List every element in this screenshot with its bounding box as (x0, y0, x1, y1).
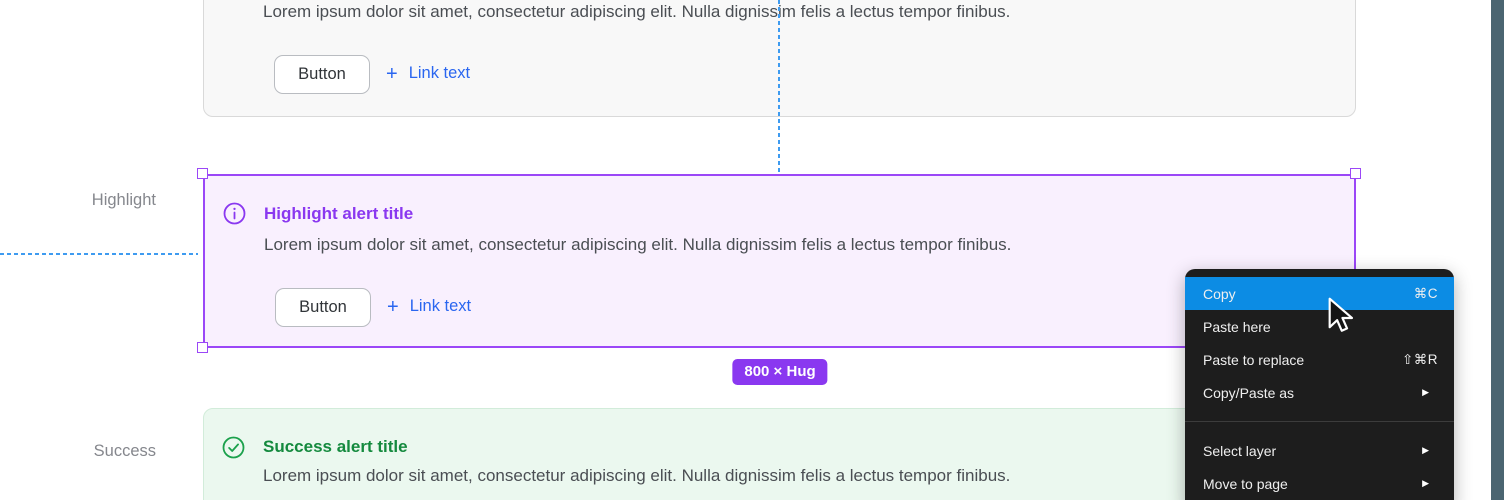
alert-link[interactable]: + Link text (386, 55, 470, 92)
mouse-cursor-icon (1324, 296, 1354, 339)
alert-button-label: Button (299, 298, 347, 316)
selection-size-badge: 800 × Hug (732, 359, 828, 385)
vertical-guide-line (778, 0, 780, 174)
alert-button-label: Button (298, 65, 346, 83)
context-menu: Copy ⌘C Paste here Paste to replace ⇧⌘R … (1185, 269, 1454, 500)
menu-item-label: Paste here (1203, 318, 1271, 335)
submenu-arrow-icon: ▶ (1422, 445, 1429, 455)
menu-item-copy[interactable]: Copy ⌘C (1185, 277, 1454, 310)
menu-item-select-layer[interactable]: Select layer ▶ (1185, 434, 1454, 467)
menu-item-label: Move to page (1203, 475, 1288, 492)
menu-item-label: Copy (1203, 285, 1236, 302)
menu-item-move-to-page[interactable]: Move to page ▶ (1185, 467, 1454, 500)
selection-handle-top-left[interactable] (197, 168, 208, 179)
alert-body-text: Lorem ipsum dolor sit amet, consectetur … (263, 2, 1011, 21)
plus-icon: + (387, 295, 399, 318)
highlight-alert-card[interactable]: Highlight alert title Lorem ipsum dolor … (203, 174, 1356, 348)
plus-icon: + (386, 62, 398, 85)
menu-item-label: Paste to replace (1203, 351, 1305, 368)
alert-body-text: Lorem ipsum dolor sit amet, consectetur … (263, 466, 1011, 485)
menu-item-copy-paste-as[interactable]: Copy/Paste as ▶ (1185, 376, 1454, 409)
menu-item-label: Copy/Paste as (1203, 384, 1295, 401)
submenu-arrow-icon: ▶ (1422, 387, 1429, 397)
alert-title: Highlight alert title (264, 204, 414, 223)
alert-link-label: Link text (408, 64, 471, 82)
menu-shortcut: ⇧⌘R (1401, 351, 1438, 367)
alert-button[interactable]: Button (275, 288, 371, 327)
horizontal-guide-line (0, 253, 198, 255)
row-label-highlight: Highlight (91, 191, 156, 209)
alert-title: Success alert title (263, 437, 408, 456)
menu-separator (1185, 421, 1454, 422)
menu-item-paste-to-replace[interactable]: Paste to replace ⇧⌘R (1185, 343, 1454, 376)
check-circle-icon (222, 436, 245, 459)
alert-link[interactable]: + Link text (387, 288, 471, 325)
alert-button[interactable]: Button (274, 55, 370, 94)
menu-item-label: Select layer (1203, 442, 1277, 459)
submenu-arrow-icon: ▶ (1422, 478, 1429, 488)
success-alert-card[interactable]: Success alert title Lorem ipsum dolor si… (203, 408, 1356, 500)
menu-item-paste-here[interactable]: Paste here (1185, 310, 1454, 343)
selection-handle-bottom-left[interactable] (197, 342, 208, 353)
selection-handle-top-right[interactable] (1350, 168, 1361, 179)
window-edge-strip (1491, 0, 1504, 500)
alert-link-label: Link text (409, 297, 472, 315)
info-circle-icon (223, 202, 246, 225)
alert-body-text: Lorem ipsum dolor sit amet, consectetur … (264, 235, 1012, 254)
menu-shortcut: ⌘C (1413, 285, 1438, 301)
row-label-success: Success (93, 442, 156, 460)
